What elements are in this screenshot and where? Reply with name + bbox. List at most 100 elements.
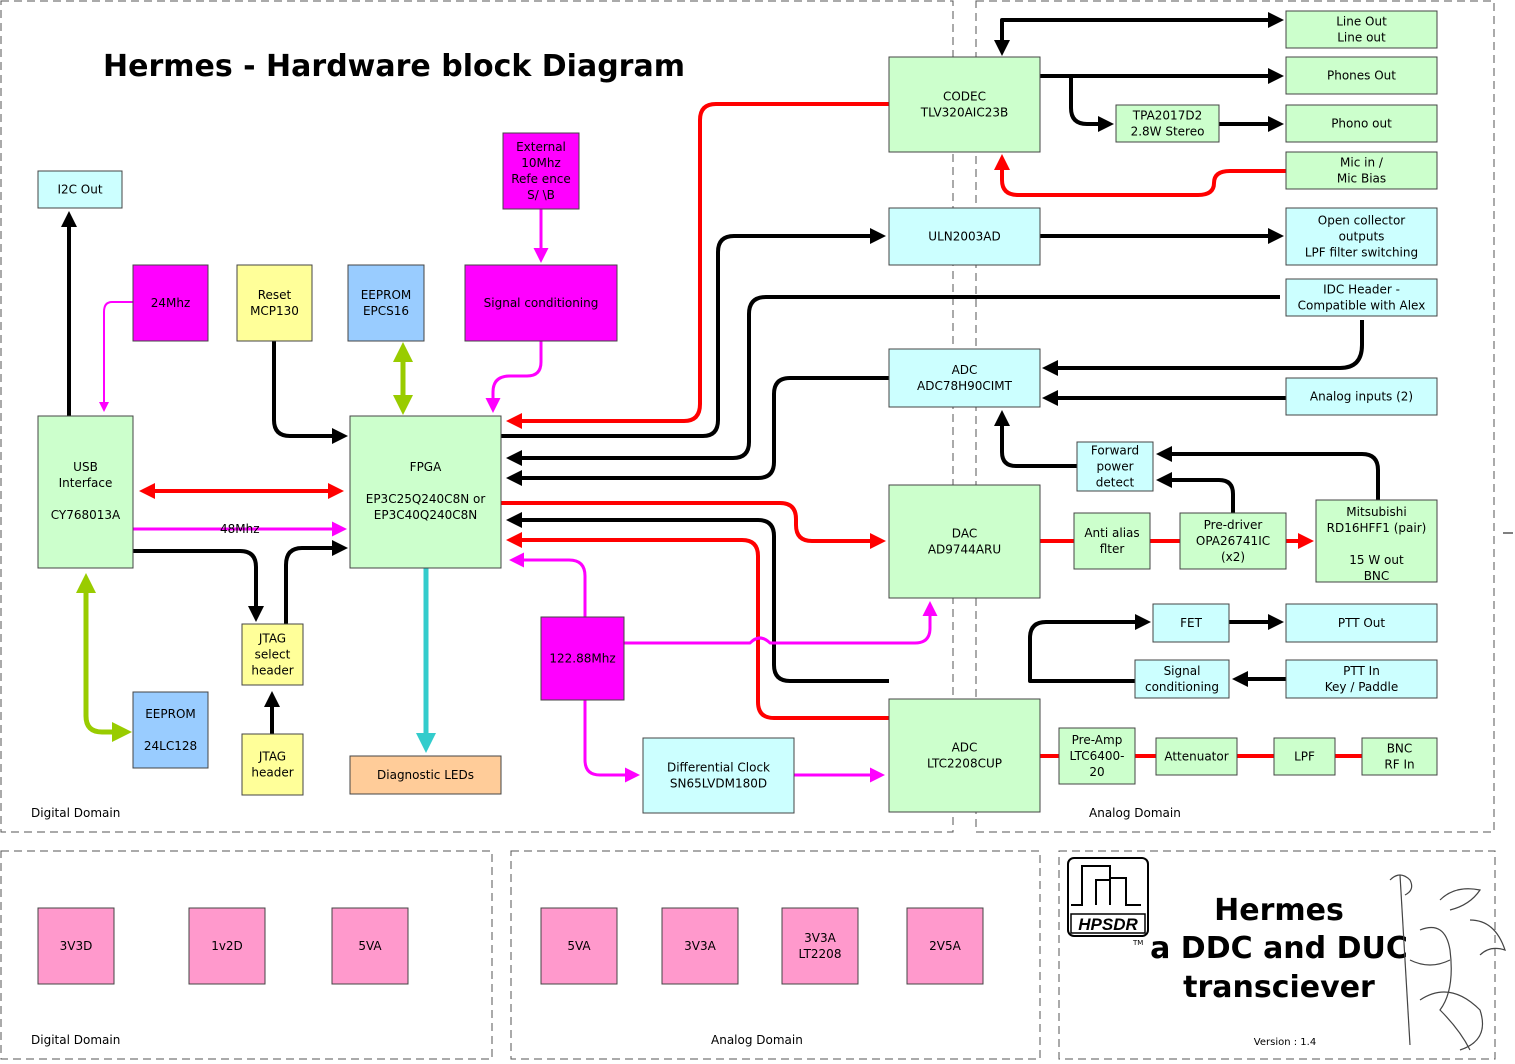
block-box bbox=[1115, 104, 1220, 143]
block-label-line: select bbox=[255, 648, 291, 662]
block-box bbox=[1073, 512, 1151, 570]
block-box bbox=[464, 264, 618, 342]
block-label-line: RD16HFF1 (pair) bbox=[1327, 521, 1427, 535]
trademark: TM bbox=[1132, 939, 1143, 947]
block-pwr-5va-a: 5VA bbox=[540, 907, 618, 985]
block-label-line: BNC bbox=[1364, 569, 1390, 583]
connection-black-21 bbox=[994, 410, 1077, 468]
connection-magenta-38 bbox=[509, 552, 587, 617]
block-phones-out: Phones Out bbox=[1285, 56, 1438, 95]
block-label-line: LT2208 bbox=[799, 947, 842, 961]
block-box bbox=[502, 132, 580, 210]
block-box bbox=[642, 737, 795, 814]
title-block-region bbox=[1058, 850, 1496, 1060]
digital-domain-region bbox=[0, 0, 954, 833]
block-box bbox=[1285, 659, 1438, 699]
connection-black-30 bbox=[994, 18, 1040, 56]
region-label-digital-power: Digital Domain bbox=[31, 1033, 120, 1047]
block-label-line: Signal conditioning bbox=[484, 296, 599, 310]
connection-magenta-5 bbox=[485, 341, 543, 413]
block-label-line: Mitsubishi bbox=[1346, 505, 1406, 519]
block-box bbox=[1155, 737, 1238, 776]
block-label-line: 24LC128 bbox=[144, 739, 197, 753]
block-label-line: Mic Bias bbox=[1337, 172, 1386, 186]
block-label-line: Forward bbox=[1091, 444, 1139, 458]
block-box bbox=[1285, 151, 1438, 190]
block-label-line: External bbox=[516, 140, 566, 154]
logo-text: HPSDR bbox=[1078, 915, 1138, 934]
block-phono-out: Phono out bbox=[1285, 104, 1438, 143]
block-label-line: LPF bbox=[1294, 750, 1315, 764]
connection-red-32 bbox=[994, 154, 1286, 197]
block-clk-122: 122.88Mhz bbox=[540, 616, 625, 701]
connection-magenta-39 bbox=[624, 601, 938, 645]
connection-black-16 bbox=[506, 295, 1280, 466]
block-label-line: 15 W out bbox=[1349, 553, 1404, 567]
block-box bbox=[37, 415, 134, 569]
block-analog-inputs: Analog inputs (2) bbox=[1285, 377, 1438, 416]
connection-black-33 bbox=[506, 512, 889, 683]
label-48mhz: 48Mhz bbox=[220, 522, 260, 536]
connection-black-9 bbox=[284, 540, 348, 624]
block-label-line: Signal bbox=[1164, 664, 1201, 678]
block-label-line: Key / Paddle bbox=[1325, 680, 1398, 694]
block-attenuator: Attenuator bbox=[1155, 737, 1238, 776]
block-label-line: I2C Out bbox=[57, 183, 102, 197]
region-label-analog-power: Analog Domain bbox=[711, 1033, 803, 1047]
block-pwr-1v2d: 1v2D bbox=[188, 907, 266, 985]
connection-black-2 bbox=[272, 341, 348, 444]
block-box bbox=[540, 616, 625, 701]
block-label-line: detect bbox=[1096, 476, 1135, 490]
block-label-line: 5VA bbox=[358, 939, 382, 953]
block-label-line: CY768013A bbox=[51, 508, 121, 522]
block-label-line: Pre-Amp bbox=[1072, 733, 1123, 747]
connection-lime-11 bbox=[76, 573, 132, 742]
block-box bbox=[888, 56, 1041, 153]
block-fet: FET bbox=[1152, 603, 1230, 643]
connections bbox=[61, 12, 1380, 783]
block-box bbox=[888, 698, 1041, 813]
connection-black-23 bbox=[1156, 472, 1235, 513]
block-label-line: ULN2003AD bbox=[928, 230, 1000, 244]
block-diag-leds: Diagnostic LEDs bbox=[349, 755, 502, 795]
block-label-line: Compatible with Alex bbox=[1298, 299, 1426, 313]
connection-red-20 bbox=[501, 501, 886, 549]
connection-black-8 bbox=[133, 549, 264, 622]
block-label-line: 122.88Mhz bbox=[549, 652, 615, 666]
region-label-digital: Digital Domain bbox=[31, 806, 120, 820]
block-pwr-3v3d: 3V3D bbox=[37, 907, 115, 985]
title-block-line1: Hermes bbox=[1214, 893, 1344, 928]
block-pwr-3v3a: 3V3A bbox=[661, 907, 739, 985]
block-box bbox=[37, 170, 123, 209]
block-label-line: 10Mhz bbox=[521, 156, 561, 170]
block-label-line: Differential Clock bbox=[667, 761, 770, 775]
block-box bbox=[349, 415, 502, 569]
block-label-line: Open collector bbox=[1318, 214, 1406, 228]
block-signal-conditioning: Signal conditioning bbox=[464, 264, 618, 342]
block-box bbox=[888, 348, 1041, 408]
block-label-line: Anti alias bbox=[1084, 526, 1139, 540]
block-ptt-out: PTT Out bbox=[1285, 603, 1438, 643]
connection-black-14 bbox=[501, 228, 886, 438]
block-label-line: DAC bbox=[952, 527, 977, 541]
block-box bbox=[1285, 104, 1438, 143]
block-label-line: EEPROM bbox=[361, 288, 412, 302]
block-box bbox=[906, 907, 984, 985]
block-label-line: USB bbox=[73, 460, 98, 474]
region-label-analog: Analog Domain bbox=[1089, 806, 1181, 820]
block-box bbox=[37, 907, 115, 985]
block-idc-header: IDC Header -Compatible with Alex bbox=[1285, 278, 1438, 317]
block-label-line: LTC2208CUP bbox=[927, 757, 1002, 771]
block-label-line: TPA2017D2 bbox=[1132, 109, 1202, 123]
blocks: I2C Out24MhzResetMCP130EEPROMEPCS16Exter… bbox=[37, 10, 1438, 985]
